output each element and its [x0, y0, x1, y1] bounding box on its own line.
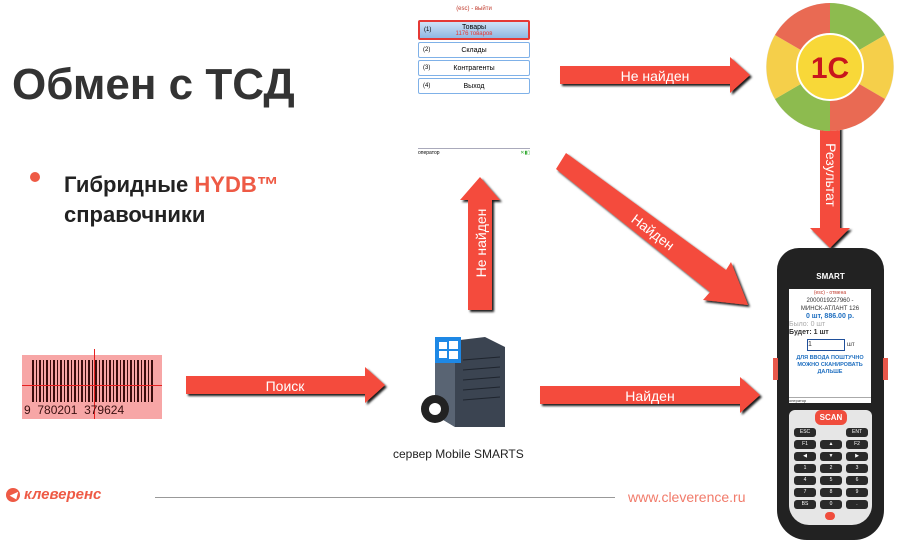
item-label: Контрагенты	[453, 64, 495, 72]
menu-item-warehouses[interactable]: (2) Склады	[418, 42, 530, 58]
key-button[interactable]: ESC	[794, 428, 816, 437]
status-bar: оператор ✕▮▯	[418, 148, 530, 156]
menu-item-contractors[interactable]: (3) Контрагенты	[418, 60, 530, 76]
1c-logo: 1С	[766, 3, 894, 131]
key-button[interactable]: ENT	[846, 428, 868, 437]
key-button[interactable]: 4	[794, 476, 816, 485]
item-count: 1176 товаров	[455, 30, 493, 37]
menu-header: (esc) - выйти	[456, 6, 492, 12]
digits-left: 780201	[37, 403, 78, 417]
barcode-digits: 9 780201 379624	[24, 403, 160, 417]
arrow-search	[186, 367, 385, 403]
key-button[interactable]: 3	[846, 464, 868, 473]
scan-line-vertical	[94, 349, 95, 419]
screen-hint: ДЛЯ ВВОДА ПОШТУЧНО МОЖНО СКАНИРОВАТЬ ДАЛ…	[796, 355, 864, 375]
side-scan-left[interactable]	[773, 358, 778, 380]
barcode-image: 9 780201 379624	[22, 349, 162, 419]
digit-first: 9	[24, 403, 31, 417]
key-button[interactable]: ▼	[820, 452, 842, 461]
bullet-label: Гибридные	[64, 172, 195, 197]
bullet-label-2: справочники	[64, 202, 206, 227]
arrow-not-found-right	[560, 57, 750, 93]
server-label: сервер Mobile SMARTS	[393, 447, 524, 461]
barcode-bars	[32, 360, 154, 402]
item-label: Выход	[463, 82, 485, 90]
key-button[interactable]: 1	[794, 464, 816, 473]
digits-right: 379624	[84, 403, 125, 417]
screen-status: оператор	[789, 397, 871, 403]
key-button[interactable]: 8	[820, 488, 842, 497]
item-number: (1)	[424, 27, 432, 33]
footer-divider	[155, 497, 615, 498]
item-label: Товары	[461, 23, 487, 31]
quantity-input[interactable]: 1	[807, 339, 845, 351]
item-number: (2)	[423, 47, 431, 53]
key-button[interactable]: ▲	[820, 440, 842, 449]
brand-icon: ◀	[6, 487, 20, 502]
item-label: Склады	[461, 46, 487, 54]
screen-item-name: МИНСК-АТЛАНТ 126	[800, 306, 860, 312]
arrow-result-down	[810, 120, 850, 248]
brand-logo: ◀ клеверенс	[6, 486, 101, 503]
key-button[interactable]: ▶	[846, 452, 868, 461]
key-button[interactable]: BS	[794, 500, 816, 509]
screen-was: Было: 0 шт	[789, 321, 826, 328]
arrow-result-label: Результат	[823, 143, 839, 207]
arrow-found-right-label: Найден	[625, 388, 674, 404]
brand-name: клеверенс	[24, 486, 102, 503]
key-spacer	[820, 428, 842, 437]
item-number: (4)	[423, 83, 431, 89]
arrow-found-right	[540, 377, 760, 413]
key-button[interactable]: 5	[820, 476, 842, 485]
power-button[interactable]	[825, 512, 835, 520]
windows-icon	[435, 337, 461, 363]
arrow-not-found-right-label: Не найден	[621, 68, 690, 84]
scan-line	[22, 385, 162, 386]
key-button[interactable]: 7	[794, 488, 816, 497]
bullet-highlight: HYDB™	[194, 172, 279, 197]
key-button[interactable]: F2	[846, 440, 868, 449]
screen-header: (esc) - отмена	[813, 290, 847, 296]
server-label-prefix: сервер	[393, 447, 436, 461]
website-link[interactable]: www.cleverence.ru	[628, 489, 746, 505]
arrow-not-found-up-label: Не найден	[473, 209, 489, 278]
status-operator: оператор	[418, 150, 440, 156]
key-button[interactable]: 9	[846, 488, 868, 497]
arrow-found-diag	[556, 153, 748, 305]
screen-will: Будет: 1 шт	[789, 329, 829, 336]
key-button[interactable]: .	[846, 500, 868, 509]
battery-icon: ✕▮▯	[520, 150, 530, 156]
menu-item-exit[interactable]: (4) Выход	[418, 78, 530, 94]
1c-logo-text: 1С	[811, 52, 849, 85]
bullet-text: Гибридные HYDB™ справочники	[64, 170, 279, 230]
device-brand: SMART	[816, 272, 845, 281]
bullet-dot	[30, 172, 40, 182]
item-number: (3)	[423, 65, 431, 71]
arrow-not-found-up	[460, 177, 500, 310]
key-button[interactable]: ◀	[794, 452, 816, 461]
screen-code: 2000019227960 -	[806, 298, 854, 304]
side-scan-right[interactable]	[883, 358, 888, 380]
server-label-name: Mobile SMARTS	[435, 447, 524, 461]
device-screen: (esc) - отмена 2000019227960 - МИНСК-АТЛ…	[789, 289, 871, 403]
slide-title: Обмен с ТСД	[12, 60, 295, 109]
arrow-search-label: Поиск	[266, 378, 306, 394]
key-button[interactable]: 2	[820, 464, 842, 473]
scan-button[interactable]: SCAN	[815, 410, 847, 425]
key-button[interactable]: F1	[794, 440, 816, 449]
screen-unit: шт	[847, 342, 855, 348]
key-button[interactable]: 0	[820, 500, 842, 509]
server-icon	[421, 337, 505, 427]
screen-qty-price: 0 шт, 886.00 р.	[805, 313, 855, 320]
key-button[interactable]: 6	[846, 476, 868, 485]
